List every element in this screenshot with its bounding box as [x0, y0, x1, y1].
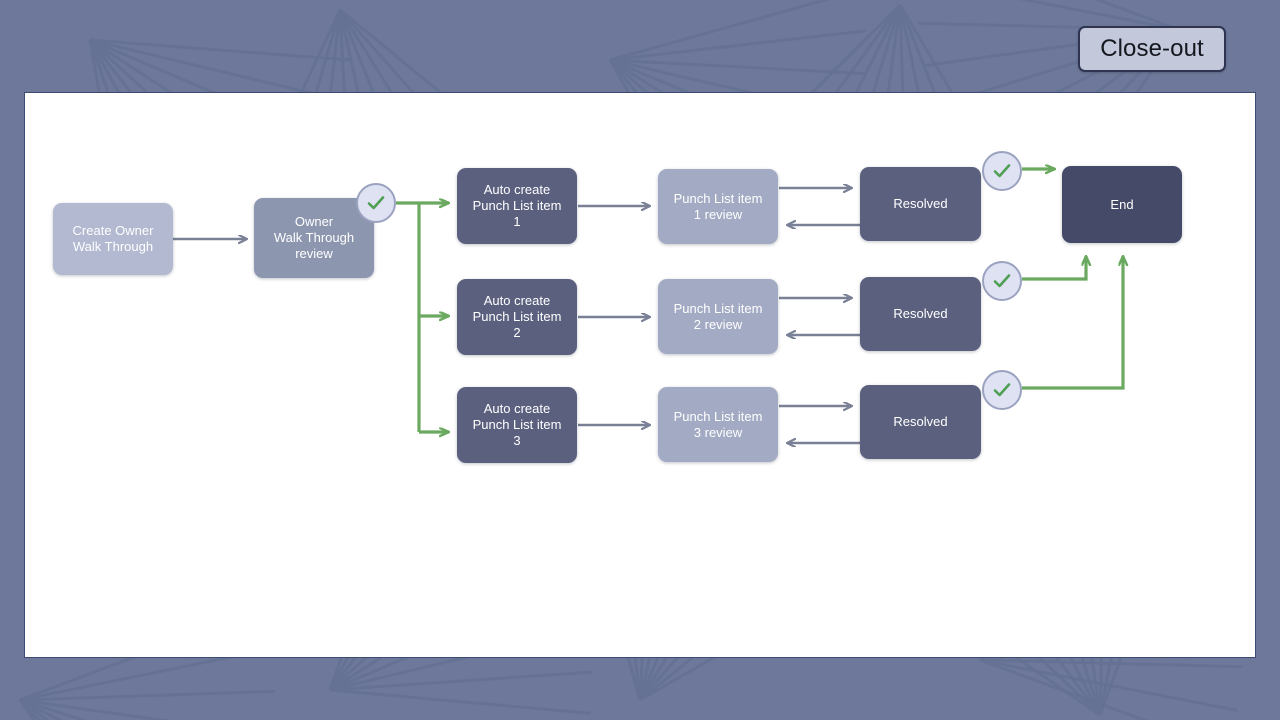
node-resolved-3[interactable]: Resolved [860, 385, 981, 459]
node-label: Resolved [893, 414, 948, 429]
connectors-layer [173, 93, 1256, 658]
check-icon [993, 274, 1011, 288]
node-resolved-2[interactable]: Resolved [860, 277, 981, 351]
check-circle-icon[interactable] [356, 183, 396, 223]
check-circle-icon[interactable] [982, 261, 1022, 301]
node-resolved-1[interactable]: Resolved [860, 167, 981, 241]
check-icon [367, 196, 385, 210]
check-circle-icon[interactable] [982, 151, 1022, 191]
node-label: End [1110, 196, 1134, 212]
check-icon [993, 164, 1011, 178]
close-out-button[interactable]: Close-out [1078, 26, 1226, 72]
check-icon [993, 383, 1011, 397]
close-out-label: Close-out [1100, 35, 1204, 62]
check-circle-icon[interactable] [982, 370, 1022, 410]
node-label: Resolved [893, 196, 948, 211]
node-label: Resolved [893, 306, 948, 321]
node-end[interactable]: End [1062, 166, 1182, 243]
